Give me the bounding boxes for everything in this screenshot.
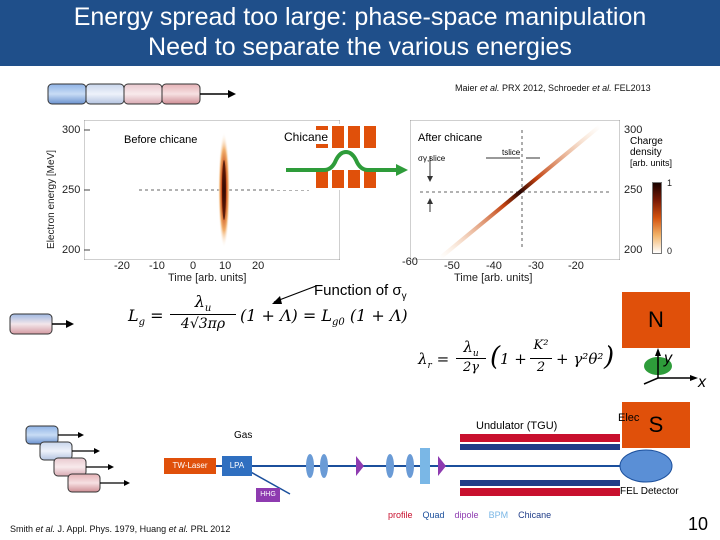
reference-top: Maier et al. PRX 2012, Schroeder et al. …	[455, 83, 651, 93]
before-chicane-label: Before chicane	[124, 134, 198, 146]
elec-label: Elec	[618, 412, 640, 424]
x-axis-label-right: Time [arb. units]	[454, 272, 533, 284]
chicane-label: Chicane	[284, 130, 329, 144]
sigma-slice-label: σγ,slice	[418, 154, 446, 163]
x-tick: -30	[528, 260, 544, 272]
colorbar-label: Charge density [arb. units]	[630, 136, 673, 168]
legend-item: Quad	[422, 510, 445, 520]
beamline-schematic: Gas TW-Laser LPA HHG Undulator (TGU) Ele…	[160, 412, 679, 530]
magnet-axes	[643, 348, 698, 385]
function-arrow	[272, 285, 317, 304]
t-slice-label: tslice	[502, 148, 521, 157]
legend-item: Chicane	[518, 510, 552, 520]
page-number: 10	[688, 514, 709, 534]
undulator-label: Undulator (TGU)	[476, 420, 558, 432]
y-axis-label: Electron energy [MeV]	[45, 150, 57, 249]
gas-label: Gas	[234, 430, 253, 441]
resonance-equation: λr = λu 2γ ( 1 + K² 2 + γ²θ² )	[418, 338, 615, 375]
y-tick: 200	[62, 244, 81, 256]
hhg-box: HHG	[256, 488, 280, 502]
x-tick: 20	[252, 260, 265, 272]
axis-y-label: y	[664, 350, 672, 367]
reference-bottom: Smith et al. J. Appl. Phys. 1979, Huang …	[10, 524, 231, 534]
y-tick-right: 250	[624, 184, 643, 196]
fel-detector-label: FEL Detector	[620, 486, 679, 497]
x-tick: -20	[114, 260, 130, 272]
slide-title-line-2: Need to separate the various energies	[148, 33, 572, 61]
y-tick: 250	[62, 184, 81, 196]
x-tick: -40	[486, 260, 502, 272]
colorbar-tick: 1	[667, 178, 673, 188]
colorbar	[652, 182, 662, 254]
phase-space-figure: Electron energy [MeV] 300 250 200 Before…	[40, 118, 680, 288]
y-tick: 300	[62, 124, 81, 136]
tw-laser-box: TW-Laser	[164, 458, 216, 474]
x-tick: 10	[219, 260, 232, 272]
y-tick-right: 300	[624, 124, 643, 136]
y-tick-right: 200	[624, 244, 643, 256]
legend-item: BPM	[488, 510, 509, 520]
function-of-sigma-label: Function of σγ	[314, 282, 407, 302]
gain-length-equation: Lg = λu 4√3πρ (1 + Λ) = Lg0 (1 + Λ)	[128, 292, 408, 332]
x-tick: -50	[444, 260, 460, 272]
x-axis-label-left: Time [arb. units]	[168, 272, 247, 284]
slide-title-bar: Energy spread too large: phase-space man…	[0, 0, 720, 66]
colorbar-tick: 0	[667, 246, 673, 256]
after-chicane-plot	[410, 120, 620, 260]
bunch-train-top	[47, 83, 236, 105]
legend-item: profile	[388, 510, 413, 520]
magnet-south-pole: S	[622, 402, 690, 448]
after-chicane-label: After chicane	[418, 132, 483, 144]
slide-title-line-1: Energy spread too large: phase-space man…	[73, 3, 647, 31]
axis-x-label: x	[698, 374, 706, 391]
lpa-box: LPA	[222, 456, 252, 476]
magnet-north-pole: N	[622, 292, 690, 348]
fel-detector-graphic	[619, 449, 673, 483]
beamline-legend: profile Quad dipole BPM Chicane	[388, 510, 551, 520]
x-tick: -20	[568, 260, 584, 272]
bunch-stack	[25, 425, 130, 493]
legend-item: dipole	[454, 510, 479, 520]
x-tick: -60	[402, 256, 418, 268]
x-tick: 0	[190, 260, 197, 272]
x-tick: -10	[149, 260, 165, 272]
bunch-single	[9, 313, 74, 335]
